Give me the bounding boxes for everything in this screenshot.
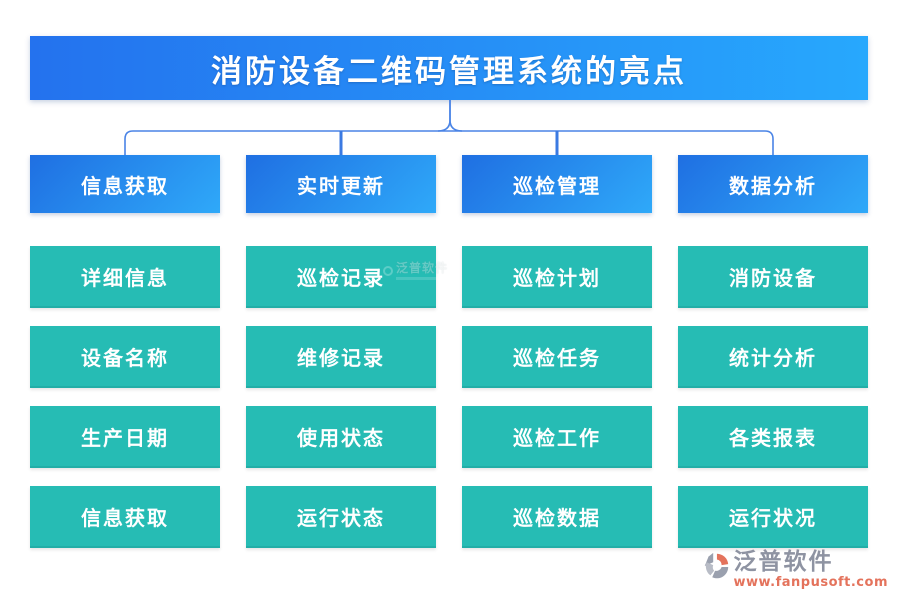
brand-name: 泛普软件	[733, 549, 834, 575]
brand-url: www.fanpusoft.com	[733, 575, 888, 590]
brand-logo: 泛普软件 www.fanpusoft.com	[701, 549, 888, 590]
feature-box: 巡检任务	[462, 326, 652, 388]
feature-box: 巡检数据	[462, 486, 652, 548]
feature-box: 统计分析	[678, 326, 868, 388]
feature-grid: 信息获取 详细信息 设备名称 生产日期 信息获取 实时更新 巡检记录 维修记录 …	[30, 155, 868, 566]
feature-box: 运行状况	[678, 486, 868, 548]
category-button-data-analysis: 数据分析	[678, 155, 868, 213]
fanpu-swirl-icon	[705, 552, 729, 579]
page-title: 消防设备二维码管理系统的亮点	[211, 53, 687, 90]
feature-box: 各类报表	[678, 406, 868, 468]
category-button-inspection-management: 巡检管理	[462, 155, 652, 213]
feature-box: 使用状态	[246, 406, 436, 468]
feature-box: 信息获取	[30, 486, 220, 548]
connector-lines	[124, 100, 774, 155]
column-data-analysis: 数据分析 消防设备 统计分析 各类报表 运行状况	[678, 155, 868, 566]
category-button-realtime-update: 实时更新	[246, 155, 436, 213]
feature-box: 维修记录	[246, 326, 436, 388]
feature-box: 巡检工作	[462, 406, 652, 468]
feature-box: 消防设备	[678, 246, 868, 308]
column-realtime-update: 实时更新 巡检记录 维修记录 使用状态 运行状态	[246, 155, 436, 566]
column-inspection-management: 巡检管理 巡检计划 巡检任务 巡检工作 巡检数据	[462, 155, 652, 566]
feature-box: 运行状态	[246, 486, 436, 548]
feature-box: 生产日期	[30, 406, 220, 468]
feature-box: 巡检计划	[462, 246, 652, 308]
feature-box: 巡检记录	[246, 246, 436, 308]
feature-box: 详细信息	[30, 246, 220, 308]
title-banner: 消防设备二维码管理系统的亮点	[30, 36, 868, 100]
category-button-info-acquisition: 信息获取	[30, 155, 220, 213]
column-info-acquisition: 信息获取 详细信息 设备名称 生产日期 信息获取	[30, 155, 220, 566]
feature-box: 设备名称	[30, 326, 220, 388]
